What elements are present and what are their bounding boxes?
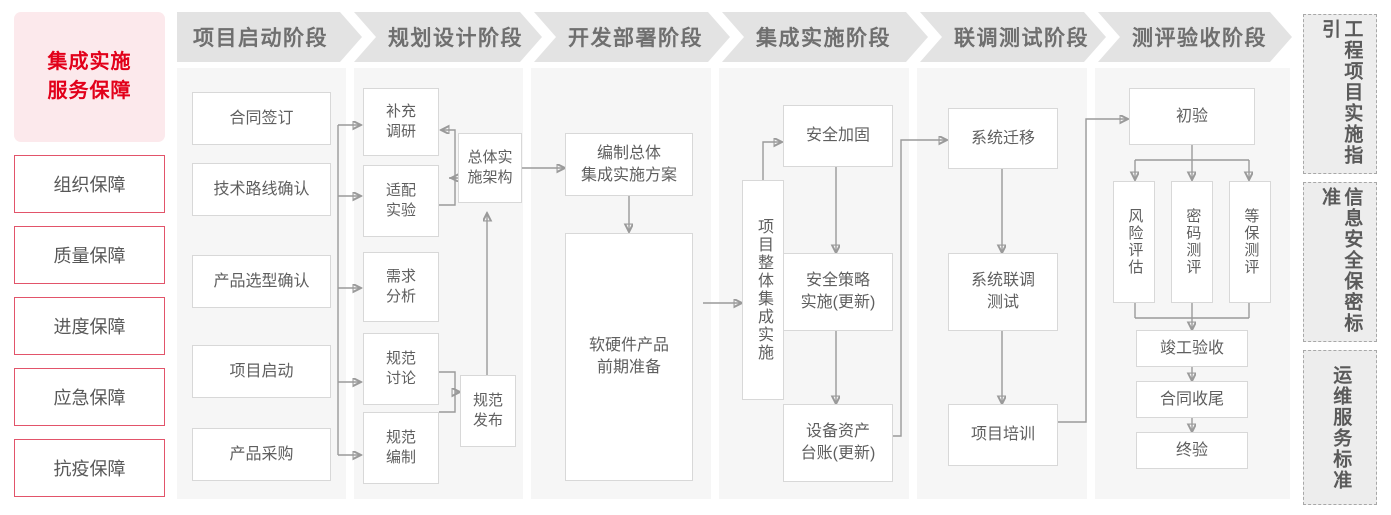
phase-header-label: 测评验收阶段 xyxy=(1132,27,1267,50)
node-label: 技术路线确认 xyxy=(213,180,310,198)
left-panel-title-card: 集成实施 服务保障 xyxy=(14,12,165,142)
phase-header-label: 联调测试阶段 xyxy=(954,27,1089,50)
standards-rail-infosec-standard[interactable]: 信息安全保密标准 xyxy=(1303,182,1377,342)
standards-rail-ops-service-standard[interactable]: 运维服务标准 xyxy=(1303,350,1377,505)
phase-header-label: 集成实施阶段 xyxy=(756,27,891,50)
node-standard-discussion[interactable]: 规范讨论 xyxy=(363,333,439,405)
node-standard-release[interactable]: 规范发布 xyxy=(460,375,516,447)
node-standard-drafting[interactable]: 规范编制 xyxy=(363,412,439,484)
node-tech-route-confirm[interactable]: 技术路线确认 xyxy=(192,163,331,216)
node-label: 风险评估 xyxy=(1126,208,1144,276)
node-password-evaluation[interactable]: 密码测评 xyxy=(1171,181,1213,303)
node-security-hardening[interactable]: 安全加固 xyxy=(783,105,893,167)
node-label: 规范发布 xyxy=(472,391,503,429)
node-equipment-asset-ledger[interactable]: 设备资产台账(更新) xyxy=(783,404,893,482)
left-panel-title-line-1: 集成实施 xyxy=(47,51,132,73)
phase-header-6[interactable]: 测评验收阶段 xyxy=(1098,12,1292,62)
node-requirement-analysis[interactable]: 需求分析 xyxy=(363,252,439,322)
node-completion-acceptance[interactable]: 竣工验收 xyxy=(1136,330,1248,367)
phase-header-5[interactable]: 联调测试阶段 xyxy=(920,12,1106,62)
node-product-procurement[interactable]: 产品采购 xyxy=(192,428,331,481)
node-hardware-software-preparation[interactable]: 软硬件产品前期准备 xyxy=(565,233,693,481)
node-label: 项目培训 xyxy=(970,426,1035,444)
phase-header-2[interactable]: 规划设计阶段 xyxy=(354,12,542,62)
node-label: 需求分析 xyxy=(385,267,416,305)
node-contract-closeout[interactable]: 合同收尾 xyxy=(1136,381,1248,418)
node-label: 规范讨论 xyxy=(385,349,416,387)
node-system-migration[interactable]: 系统迁移 xyxy=(948,108,1058,169)
node-contract-signing[interactable]: 合同签订 xyxy=(192,92,331,145)
node-system-joint-debug-test[interactable]: 系统联调测试 xyxy=(948,253,1058,331)
node-supplementary-research[interactable]: 补充调研 xyxy=(363,88,439,156)
guarantee-item-label: 应急保障 xyxy=(53,388,126,408)
phase-header-label: 项目启动阶段 xyxy=(193,27,328,50)
node-overall-implementation-architecture[interactable]: 总体实施架构 xyxy=(458,133,522,203)
standards-rail-label: 信息安全保密标准 xyxy=(1319,187,1363,334)
node-label: 安全策略实施(更新) xyxy=(800,272,876,311)
guarantee-item-epidemic[interactable]: 抗疫保障 xyxy=(14,439,165,497)
node-project-kickoff[interactable]: 项目启动 xyxy=(192,345,331,398)
phase-header-3[interactable]: 开发部署阶段 xyxy=(534,12,730,62)
node-product-selection-confirm[interactable]: 产品选型确认 xyxy=(192,255,331,308)
node-label: 编制总体集成实施方案 xyxy=(580,144,677,184)
standards-rail-label: 运维服务标准 xyxy=(1330,364,1352,491)
node-label: 竣工验收 xyxy=(1159,339,1224,357)
node-preliminary-acceptance[interactable]: 初验 xyxy=(1129,88,1255,145)
node-label: 系统迁移 xyxy=(970,129,1035,147)
node-label: 产品采购 xyxy=(229,445,294,463)
node-label: 终验 xyxy=(1175,441,1208,459)
guarantee-item-label: 组织保障 xyxy=(53,175,126,195)
node-project-training[interactable]: 项目培训 xyxy=(948,404,1058,466)
guarantee-item-label: 进度保障 xyxy=(53,317,126,337)
node-label: 补充调研 xyxy=(385,102,416,140)
node-label: 合同收尾 xyxy=(1159,390,1224,408)
guarantee-item-emergency[interactable]: 应急保障 xyxy=(14,368,165,426)
node-final-acceptance[interactable]: 终验 xyxy=(1136,432,1248,469)
guarantee-item-schedule[interactable]: 进度保障 xyxy=(14,297,165,355)
node-project-overall-integration[interactable]: 项目整体集成实施 xyxy=(742,180,784,400)
node-classified-protection-evaluation[interactable]: 等保测评 xyxy=(1229,181,1271,303)
node-label: 项目启动 xyxy=(229,362,294,380)
node-compile-overall-integration-plan[interactable]: 编制总体集成实施方案 xyxy=(565,133,693,196)
node-label: 安全加固 xyxy=(805,127,870,145)
phase-header-label: 规划设计阶段 xyxy=(388,27,523,50)
node-adaptation-experiment[interactable]: 适配实验 xyxy=(363,165,439,237)
node-label: 设备资产台账(更新) xyxy=(800,423,876,462)
node-label: 项目整体集成实施 xyxy=(755,218,772,362)
node-label: 等保测评 xyxy=(1242,208,1260,276)
node-label: 系统联调测试 xyxy=(970,272,1035,311)
guarantee-item-quality[interactable]: 质量保障 xyxy=(14,226,165,284)
standards-rail-engineering-guide[interactable]: 工程项目实施指引 xyxy=(1303,14,1377,174)
phase-header-label: 开发部署阶段 xyxy=(568,27,703,50)
guarantee-item-organization[interactable]: 组织保障 xyxy=(14,155,165,213)
phase-header-4[interactable]: 集成实施阶段 xyxy=(722,12,928,62)
node-label: 初验 xyxy=(1175,107,1208,125)
node-label: 产品选型确认 xyxy=(213,272,310,290)
node-label: 规范编制 xyxy=(385,428,416,466)
node-label: 软硬件产品前期准备 xyxy=(588,337,669,376)
standards-rail-label: 工程项目实施指引 xyxy=(1319,19,1363,166)
node-label: 总体实施架构 xyxy=(467,148,513,186)
left-panel-title-line-2: 服务保障 xyxy=(47,80,132,102)
guarantee-item-label: 抗疫保障 xyxy=(53,459,126,479)
node-label: 合同签订 xyxy=(229,109,294,127)
phase-header-1[interactable]: 项目启动阶段 xyxy=(177,12,362,62)
guarantee-item-label: 质量保障 xyxy=(53,246,126,266)
node-label: 密码测评 xyxy=(1184,208,1202,276)
node-risk-assessment[interactable]: 风险评估 xyxy=(1113,181,1155,303)
node-security-policy-implementation[interactable]: 安全策略实施(更新) xyxy=(783,253,893,331)
node-label: 适配实验 xyxy=(385,181,416,219)
